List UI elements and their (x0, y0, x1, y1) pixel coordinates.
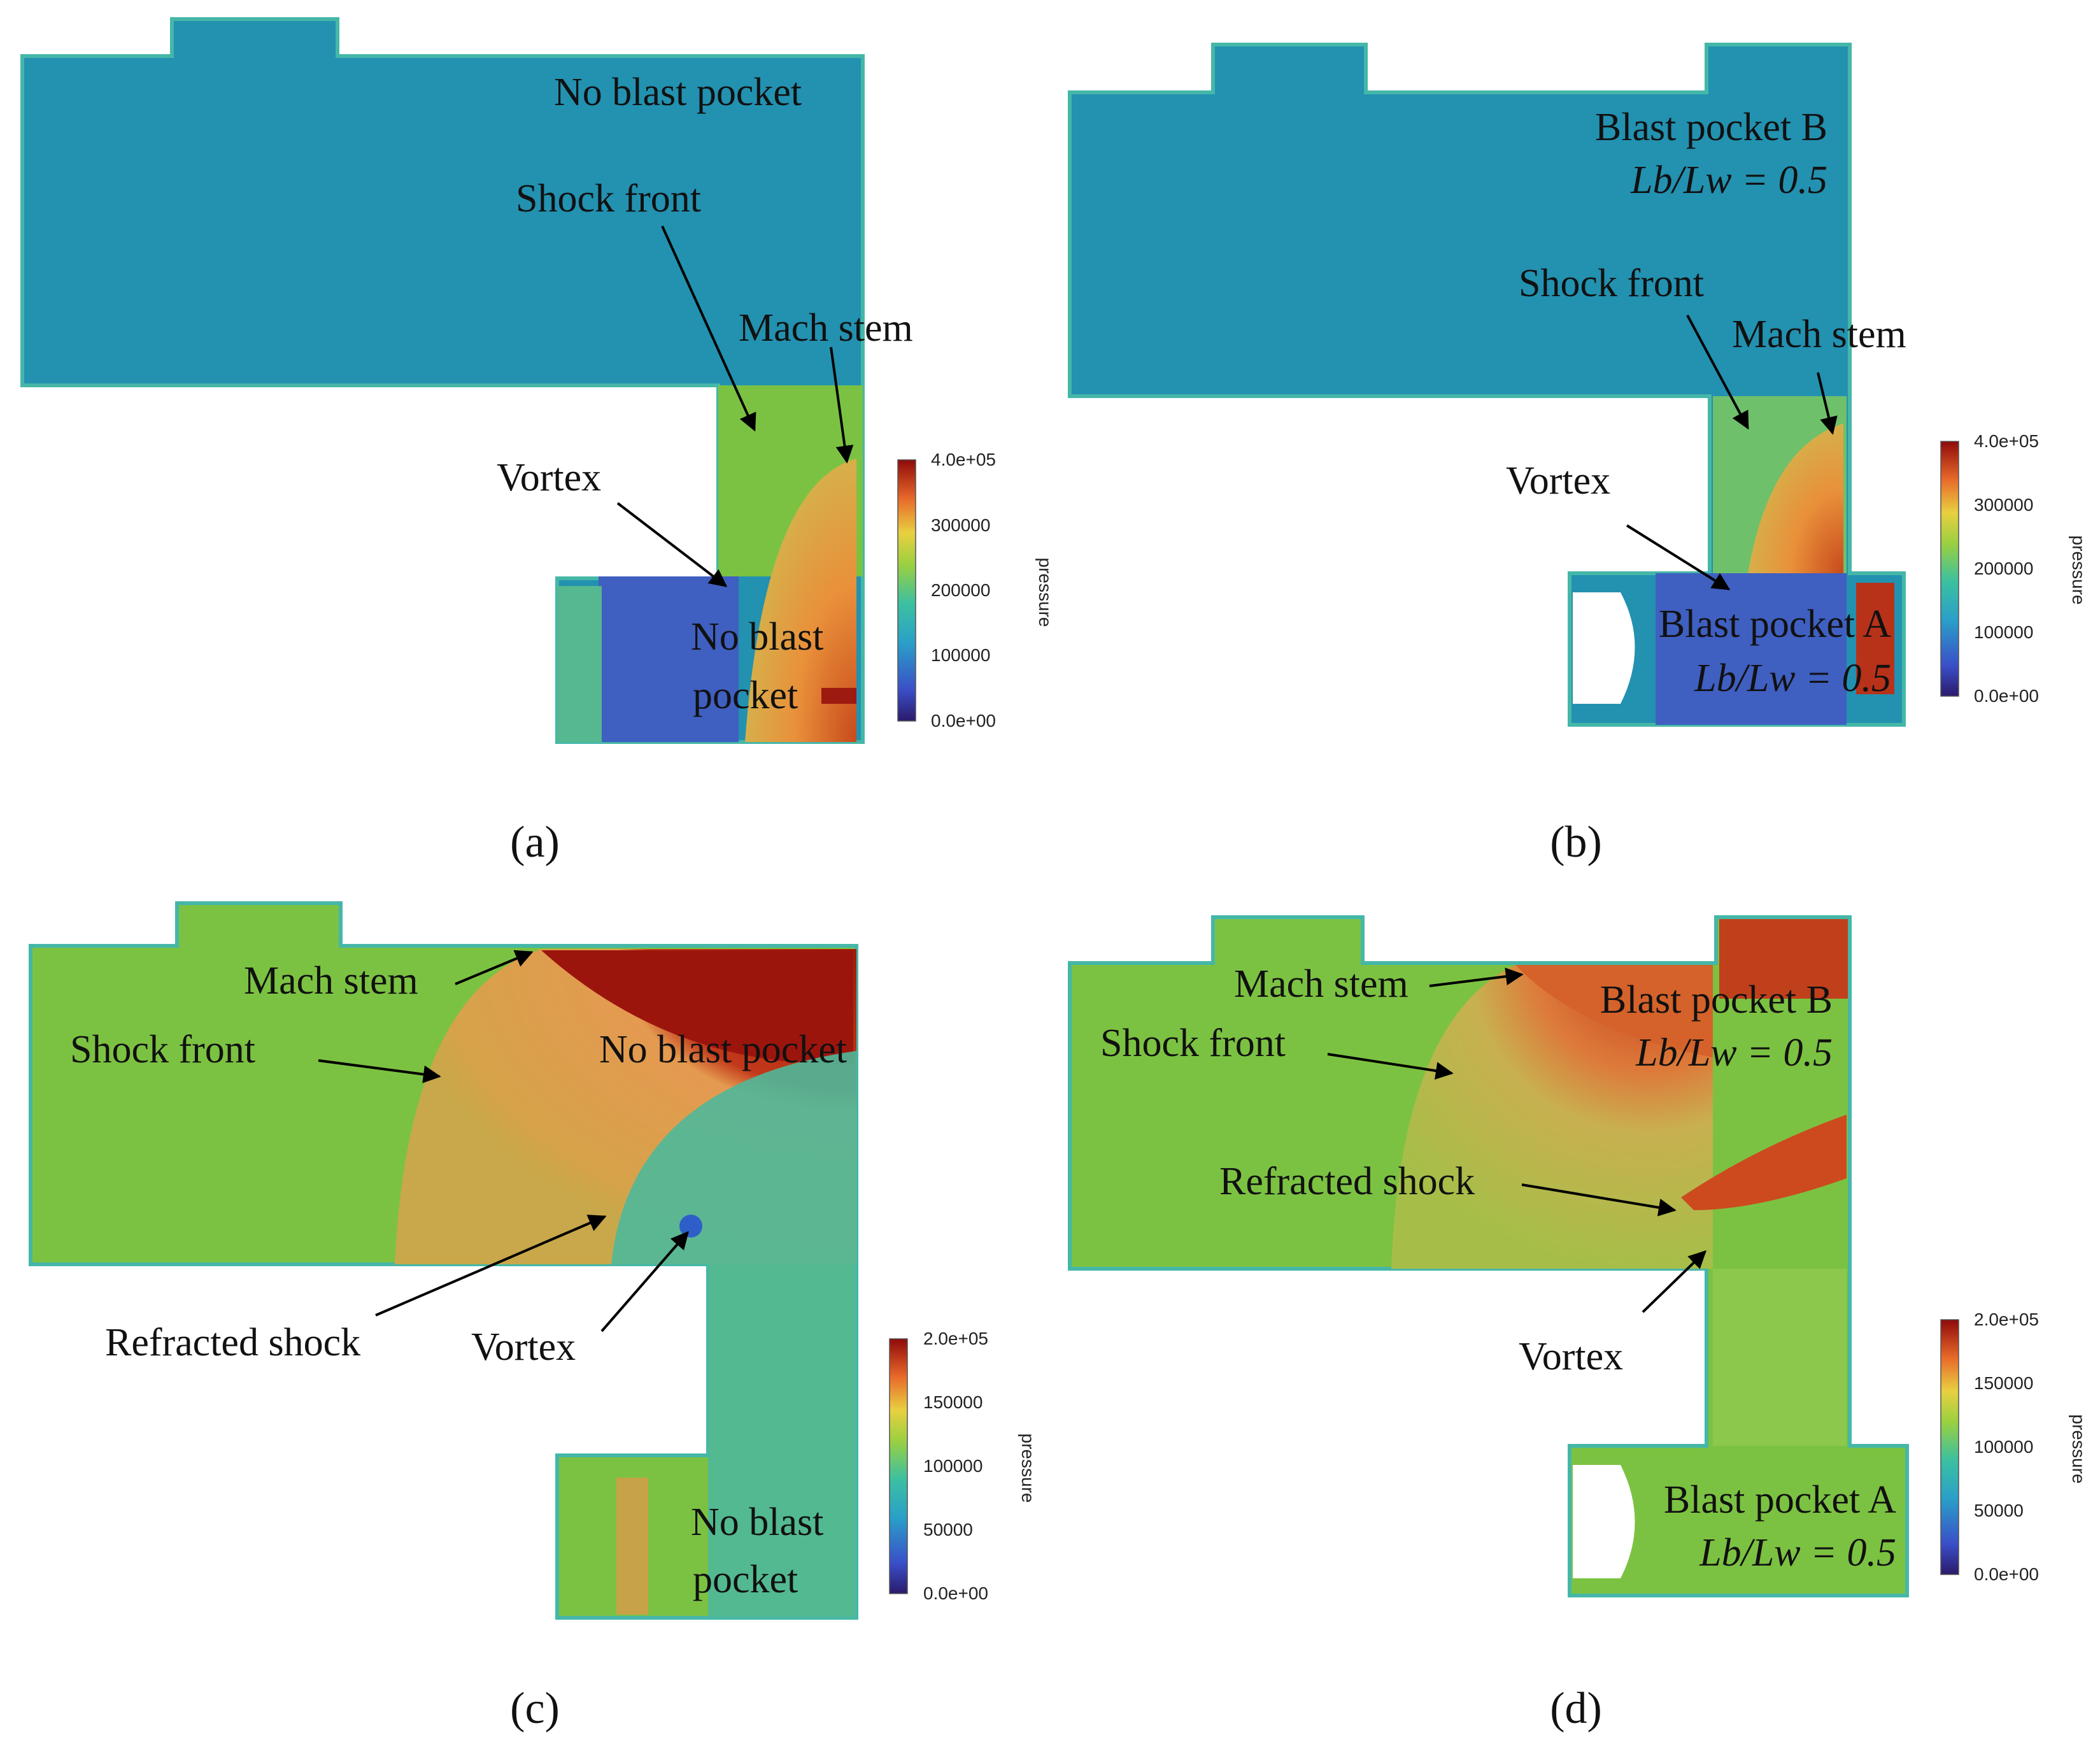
panel-d-upper-high (1719, 919, 1848, 999)
panel-b-label-blast-pocket-a: Blast pocket A (1659, 603, 1891, 646)
panel-a-caption: (a) (510, 818, 560, 867)
panel-a-label-pocket-2: pocket (693, 674, 798, 717)
panel-d-label-vortex: Vortex (1519, 1335, 1623, 1378)
panel-d-label-blast-pocket-a: Blast pocket A (1664, 1478, 1896, 1522)
panel-c-label-no-blast-pocket: No blast pocket (599, 1028, 847, 1071)
panel-a-cb-tick-3: 100000 (931, 645, 990, 665)
panel-a-cb-tick-0: 4.0e+05 (931, 450, 996, 469)
panel-b-cb-tick-2: 200000 (1974, 559, 2033, 578)
panel-b-cb-tick-4: 0.0e+00 (1974, 686, 2039, 706)
panel-d-vertical-channel (1713, 1269, 1847, 1446)
panel-b-label-vortex: Vortex (1506, 459, 1610, 503)
panel-a: No blast pocket Shock front Mach stem Vo… (20, 17, 1055, 867)
panel-a-cb-title: pressure (1035, 558, 1055, 627)
panel-c-caption: (c) (510, 1684, 560, 1733)
panel-d-cb-tick-2: 100000 (1974, 1437, 2033, 1457)
panel-d-label-mach-stem: Mach stem (1234, 962, 1408, 1006)
panel-c-mach-stem-dark (541, 950, 853, 1064)
panel-d-label-refracted-shock: Refracted shock (1219, 1160, 1475, 1203)
panel-d-caption: (d) (1550, 1684, 1602, 1733)
panel-c-label-pocket-1: No blast (691, 1501, 823, 1544)
panel-a-label-shock-front: Shock front (516, 177, 701, 220)
panel-a-label-mach-stem: Mach stem (739, 306, 913, 350)
panel-c-label-pocket-2: pocket (693, 1558, 798, 1601)
panel-b-colorbar: 4.0e+05 300000 200000 100000 0.0e+00 pre… (1940, 431, 2089, 706)
panel-d-cb-title: pressure (2069, 1415, 2089, 1484)
panel-c-label-mach-stem: Mach stem (244, 959, 418, 1003)
panel-c: Mach stem Shock front No blast pocket Re… (29, 901, 1038, 1733)
panel-c-pocket-streak (616, 1478, 648, 1615)
panel-c-label-vortex: Vortex (471, 1325, 576, 1369)
panel-d-colorbar: 2.0e+05 150000 100000 50000 0.0e+00 pres… (1940, 1310, 2089, 1584)
panel-c-label-shock-front: Shock front (70, 1028, 255, 1071)
panel-c-cb-title: pressure (1018, 1434, 1038, 1503)
panel-b-label-blast-pocket-b: Blast pocket B (1595, 106, 1827, 149)
panel-b-cb-tick-1: 300000 (1974, 495, 2033, 515)
panel-a-label-vortex: Vortex (497, 456, 601, 499)
panel-d-cb-tick-4: 0.0e+00 (1974, 1564, 2039, 1584)
panel-c-cb-tick-0: 2.0e+05 (923, 1329, 988, 1348)
panel-c-cb-tick-2: 100000 (923, 1456, 983, 1476)
panel-d-cb-tick-3: 50000 (1974, 1501, 2024, 1520)
panel-b-label-ratio-bottom: Lb/Lw = 0.5 (1694, 657, 1891, 700)
panel-c-label-refracted-shock: Refracted shock (105, 1321, 360, 1364)
panel-b-cb-title: pressure (2069, 536, 2089, 605)
panel-b-domain (1068, 43, 1906, 727)
panel-c-wave-region (611, 1051, 856, 1618)
panel-a-label-no-blast-pocket: No blast pocket (554, 71, 802, 114)
panel-b-label-mach-stem: Mach stem (1732, 313, 1906, 356)
panel-d-label-blast-pocket-b: Blast pocket B (1600, 978, 1833, 1022)
panel-d: Mach stem Blast pocket B Lb/Lw = 0.5 Sho… (1068, 915, 2089, 1733)
panel-b-caption: (b) (1550, 818, 1602, 867)
panel-c-cb-tick-3: 50000 (923, 1520, 973, 1539)
panel-b-cb-tick-0: 4.0e+05 (1974, 431, 2039, 451)
panel-a-colorbar: 4.0e+05 300000 200000 100000 0.0e+00 pre… (897, 450, 1055, 731)
panel-b-mach-stem-region (1748, 424, 1843, 573)
panel-b-pocket-vortex-region (1656, 573, 1847, 725)
panel-a-pocket-left (557, 586, 602, 742)
panel-d-label-shock-front: Shock front (1100, 1022, 1286, 1065)
panel-a-pocket-stem-dark (821, 688, 856, 704)
panel-c-cb-tick-1: 150000 (923, 1392, 983, 1412)
panel-c-cb-tick-4: 0.0e+00 (923, 1583, 988, 1603)
panel-a-pocket-vortex-region (599, 576, 739, 742)
panel-a-label-pocket-1: No blast (691, 615, 823, 659)
panel-a-cb-tick-1: 300000 (931, 515, 990, 535)
panel-c-colorbar: 2.0e+05 150000 100000 50000 0.0e+00 pres… (889, 1329, 1038, 1603)
panel-a-mach-stem-region (745, 459, 856, 742)
panel-b-pocket-right-high (1856, 583, 1894, 694)
panel-c-vortex-core (679, 1215, 702, 1238)
panel-b-cb-tick-3: 100000 (1974, 622, 2033, 642)
panel-d-label-ratio-top: Lb/Lw = 0.5 (1635, 1031, 1833, 1074)
panel-b-pocket-a-cutout (1573, 592, 1635, 704)
panel-a-cb-tick-2: 200000 (931, 580, 990, 600)
panel-d-cb-tick-0: 2.0e+05 (1974, 1310, 2039, 1329)
panel-d-label-ratio-bottom: Lb/Lw = 0.5 (1699, 1531, 1896, 1574)
panel-b-label-ratio-top: Lb/Lw = 0.5 (1630, 159, 1827, 202)
panel-b-label-shock-front: Shock front (1519, 262, 1704, 305)
panel-d-pocket-a-cutout (1573, 1465, 1635, 1578)
panel-d-refracted-shock-high (1681, 1115, 1847, 1210)
panel-a-cb-tick-4: 0.0e+00 (931, 711, 996, 731)
panel-d-shock-region (1391, 965, 1713, 1269)
panel-d-cb-tick-1: 150000 (1974, 1373, 2033, 1393)
panel-d-mach-stem-high (1515, 965, 1713, 1057)
panel-b: Blast pocket B Lb/Lw = 0.5 Shock front M… (1068, 43, 2089, 867)
